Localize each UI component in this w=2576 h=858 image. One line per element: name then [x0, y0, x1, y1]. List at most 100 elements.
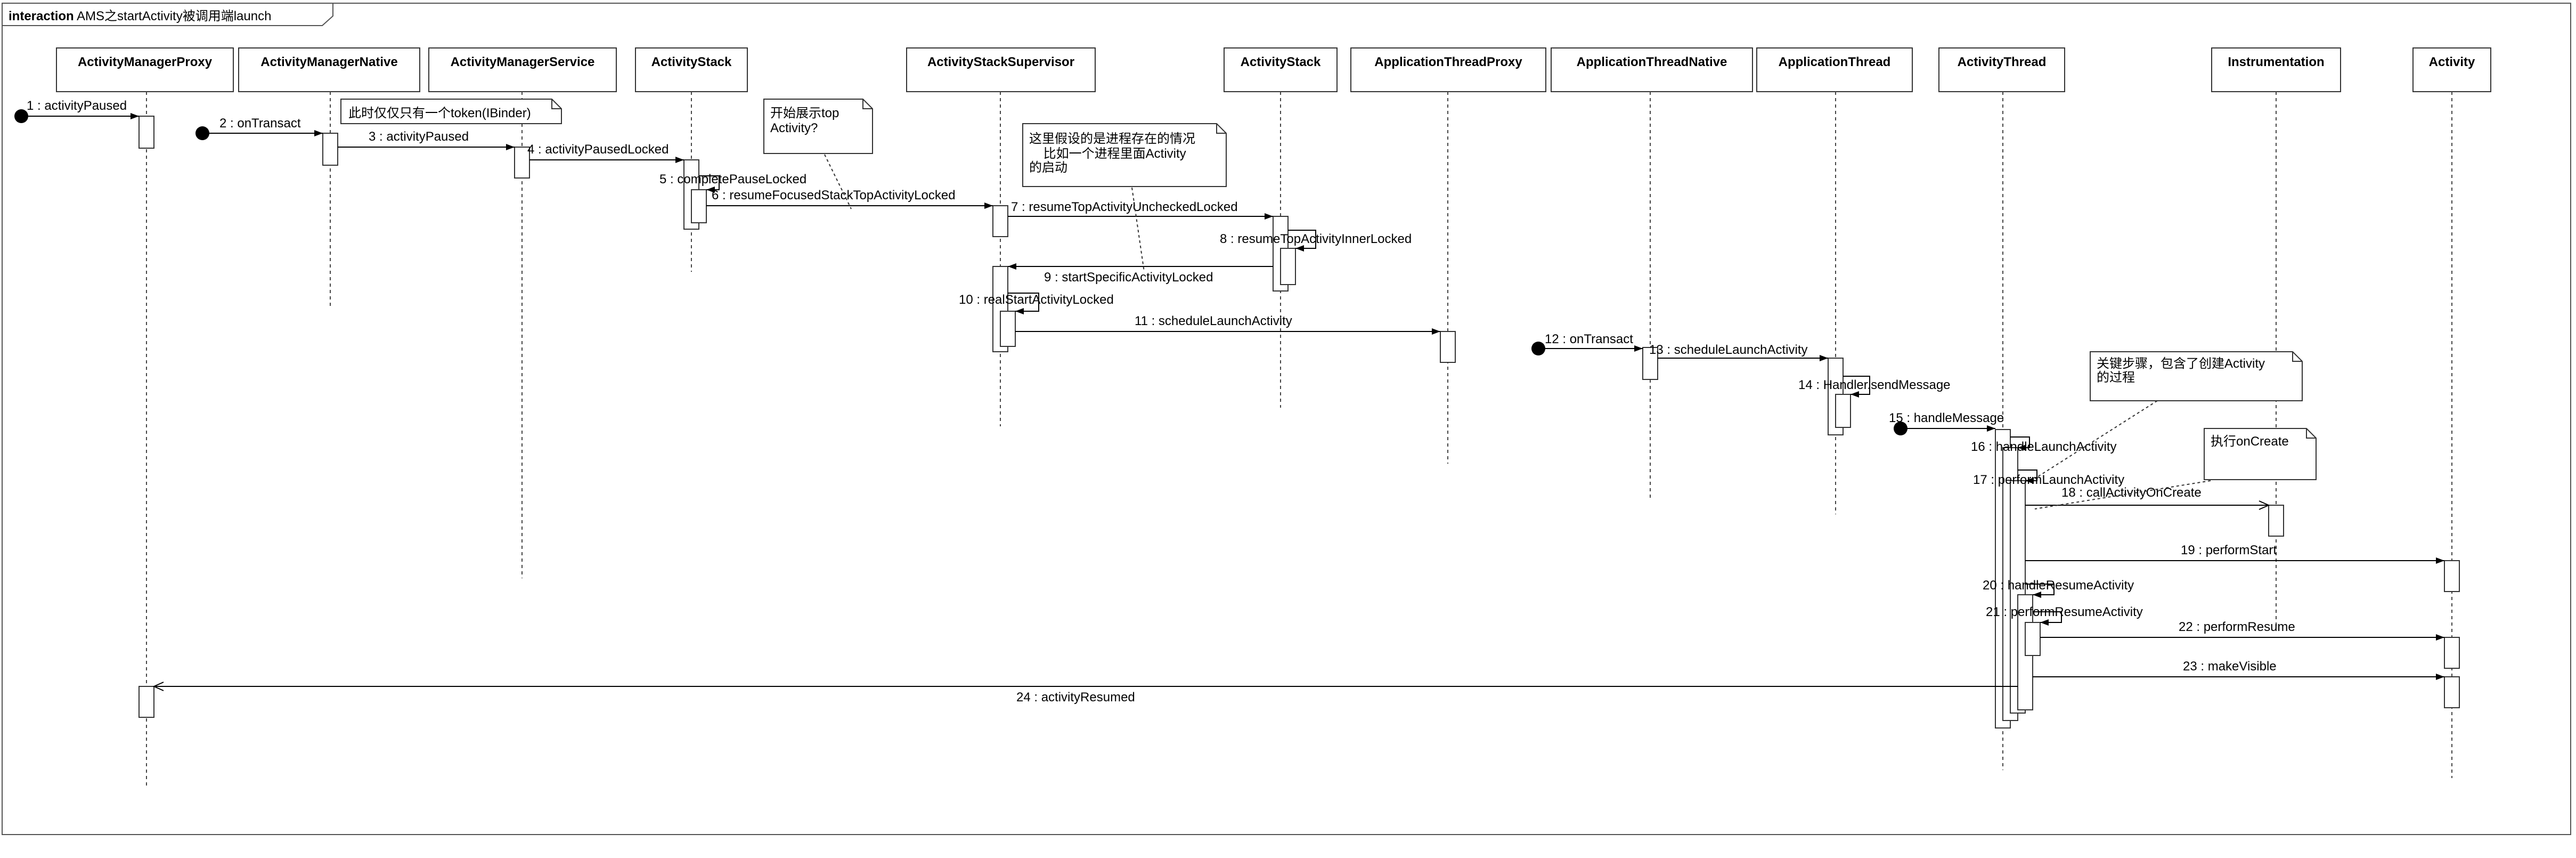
activation-bar	[138, 686, 154, 718]
arrowhead	[675, 157, 684, 163]
arrowhead	[2025, 477, 2034, 484]
activation-bar	[2268, 505, 2284, 537]
note-connector	[1131, 187, 1145, 272]
message-label: 20 : handleResumeActivity	[1983, 578, 2134, 593]
message-label: 5 : completePauseLocked	[659, 172, 806, 187]
note-top-activity: 开始展示top Activity?	[763, 99, 873, 154]
open-arrowhead	[2259, 500, 2270, 510]
arrowhead	[2436, 674, 2444, 680]
activation-bar	[138, 116, 154, 149]
lifeline-head-activitymanagernative	[238, 47, 420, 92]
activation-bar	[1440, 331, 1456, 363]
lifeline-name: ActivityStackSupervisor	[927, 55, 1074, 69]
lifeline-name: Activity	[2429, 55, 2475, 69]
message-label: 13 : scheduleLaunchActivity	[1649, 343, 1808, 357]
interaction-frame: interaction AMS之startActivity被调用端launch	[2, 3, 2571, 835]
arrowhead	[1295, 245, 1304, 252]
arrowhead	[2436, 634, 2444, 641]
activation-bars	[138, 116, 2460, 729]
lifeline-name: ApplicationThreadNative	[1577, 55, 1727, 69]
message-label: 15 : handleMessage	[1889, 411, 2004, 425]
message-self-call	[2033, 611, 2062, 623]
message-label: 18 : callActivityOnCreate	[2061, 485, 2202, 500]
arrowhead	[1432, 328, 1440, 335]
lifeline-heads: ActivityManagerProxy ActivityManagerNati…	[56, 47, 2491, 92]
message-label: 9 : startSpecificActivityLocked	[1044, 270, 1213, 285]
message-label: 16 : handleLaunchActivity	[1971, 440, 2117, 454]
arrowhead	[2033, 592, 2041, 598]
messages	[21, 116, 2444, 687]
frame-title: interaction AMS之startActivity被调用端launch	[9, 9, 271, 23]
note-oncreate: 执行onCreate	[2204, 428, 2317, 480]
arrowheads	[131, 113, 2444, 680]
lifeline-head-instrumentation	[2211, 47, 2341, 92]
activation-bar	[2444, 560, 2460, 592]
activation-bar	[992, 205, 1008, 237]
lifeline-name: ActivityThread	[1958, 55, 2047, 69]
lifeline-name: Instrumentation	[2228, 55, 2324, 69]
message-label: 3 : activityPaused	[369, 129, 469, 144]
note-text: 此时仅仅只有一个token(IBinder)	[348, 106, 531, 120]
arrowhead	[1851, 391, 1859, 398]
note-connectors	[824, 154, 2211, 509]
lifeline-name: ActivityManagerService	[451, 55, 595, 69]
note-text: 的启动	[1029, 160, 1067, 175]
arrowhead	[2018, 444, 2026, 451]
arrowhead	[1265, 213, 1273, 220]
arrowhead	[1987, 425, 1995, 432]
note-key-step: 关键步骤，包含了创建Activity 的过程	[2090, 351, 2303, 401]
arrowhead	[131, 113, 139, 119]
note-text: Activity?	[770, 121, 818, 135]
message-label: 12 : onTransact	[1545, 332, 1633, 346]
arrowhead	[1015, 308, 1024, 314]
lifeline-head-applicationthreadproxy	[1350, 47, 1546, 92]
arrowhead	[1820, 355, 1828, 361]
arrowhead	[1008, 263, 1016, 270]
message-label: 17 : performLaunchActivity	[1973, 473, 2124, 487]
message-label: 10 : realStartActivityLocked	[959, 293, 1114, 307]
lifeline-name: ActivityStack	[651, 55, 732, 69]
arrowhead	[506, 144, 515, 150]
note-token: 此时仅仅只有一个token(IBinder)	[340, 99, 562, 124]
arrowhead	[1634, 345, 1643, 352]
note-text: 这里假设的是进程存在的情况	[1029, 132, 1195, 146]
message-label: 19 : performStart	[2181, 543, 2277, 557]
activation-bar	[2444, 676, 2460, 708]
open-arrowhead	[152, 682, 164, 691]
arrowhead	[2040, 619, 2049, 626]
message-self-call	[1843, 376, 1870, 395]
notes: 此时仅仅只有一个token(IBinder) 开始展示top Activity?…	[340, 99, 2317, 480]
message-label: 6 : resumeFocusedStackTopActivityLocked	[712, 188, 956, 203]
open-arrowheads	[152, 500, 2270, 691]
lifeline-name: ApplicationThread	[1779, 55, 1891, 69]
lifeline-head-applicationthreadnative	[1551, 47, 1753, 92]
message-self-call	[1008, 293, 1039, 312]
lifeline-head-applicationthread	[1756, 47, 1913, 92]
lifeline-name: ApplicationThreadProxy	[1374, 55, 1522, 69]
message-labels: 1 : activityPaused 2 : onTransact 3 : ac…	[27, 99, 2295, 705]
arrowhead	[984, 203, 993, 209]
message-label: 2 : onTransact	[219, 116, 301, 131]
note-process-exists: 这里假设的是进程存在的情况 比如一个进程里面Activity 的启动	[1022, 123, 1227, 187]
lifeline-head-activitythread	[1938, 47, 2065, 92]
activation-bar	[514, 147, 530, 179]
activation-bar	[1280, 248, 1296, 285]
note-text: 比如一个进程里面Activity	[1029, 147, 1186, 161]
activation-bar	[1642, 347, 1658, 380]
activation-bar	[1000, 311, 1016, 347]
message-label: 4 : activityPausedLocked	[527, 142, 669, 157]
message-self-call	[1288, 230, 1316, 249]
message-label: 8 : resumeTopActivityInnerLocked	[1220, 232, 1412, 246]
lifeline-name: ActivityManagerProxy	[78, 55, 213, 69]
activation-bar	[691, 189, 707, 223]
message-label: 1 : activityPaused	[27, 99, 127, 113]
arrowhead	[706, 187, 715, 193]
activation-bar	[2444, 637, 2460, 669]
message-self-call	[2025, 584, 2055, 595]
lifeline-head-activitymanagerproxy	[56, 47, 234, 92]
message-label: 21 : performResumeActivity	[1986, 605, 2143, 619]
message-label: 23 : makeVisible	[2183, 659, 2277, 674]
note-text: 的过程	[2097, 370, 2135, 385]
note-text: 开始展示top	[770, 106, 839, 120]
